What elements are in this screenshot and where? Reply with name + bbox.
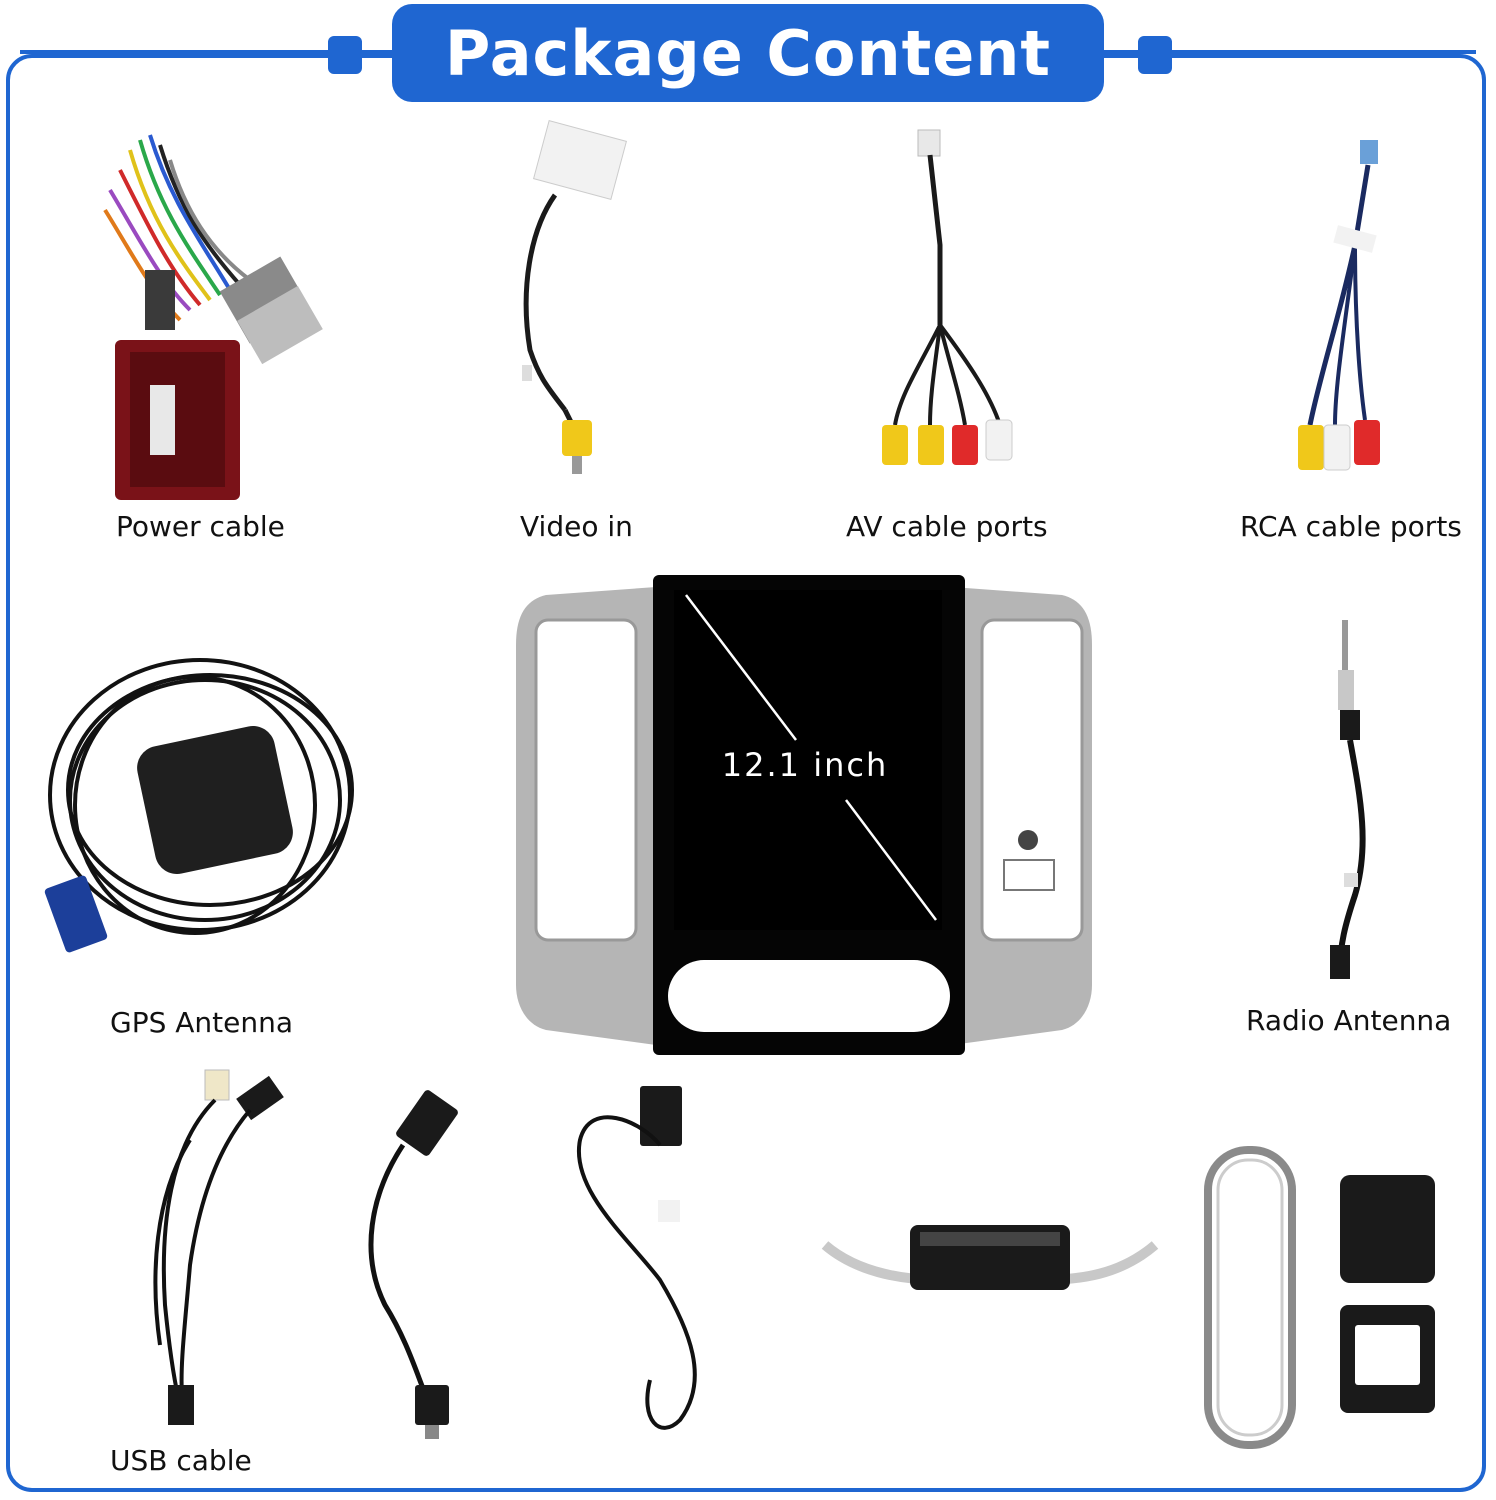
radio-antenna-image — [1330, 620, 1366, 979]
screen-size-label: 12.1 inch — [721, 746, 889, 784]
title-banner: Package Content — [392, 4, 1104, 102]
title-line-right — [1104, 50, 1476, 54]
bracket-image — [821, 1225, 1159, 1290]
usb-extension-image — [576, 1086, 697, 1430]
title-line-left — [20, 50, 392, 54]
trim-ring-image — [1204, 1146, 1296, 1449]
power-cable-image — [103, 134, 323, 500]
video-in-label: Video in — [520, 510, 633, 543]
power-cable-label: Power cable — [116, 510, 285, 543]
gps-antenna-image — [44, 658, 354, 953]
extension-cable-image — [368, 1090, 458, 1439]
rca-cable-image — [1298, 140, 1380, 471]
rca-cable-label: RCA cable ports — [1240, 510, 1462, 543]
title-dot-left — [328, 36, 362, 74]
page-title: Package Content — [444, 16, 1052, 90]
usb-cable-image — [153, 1069, 284, 1425]
gps-antenna-label: GPS Antenna — [110, 1006, 294, 1039]
usb-cable-label: USB cable — [110, 1444, 252, 1477]
head-unit-image — [516, 575, 1092, 1055]
av-cable-label: AV cable ports — [846, 510, 1048, 543]
video-in-image — [522, 120, 628, 474]
covers-image — [1340, 1175, 1435, 1413]
av-cable-image — [882, 129, 1013, 465]
radio-antenna-label: Radio Antenna — [1246, 1004, 1452, 1037]
title-dot-right — [1138, 36, 1172, 74]
